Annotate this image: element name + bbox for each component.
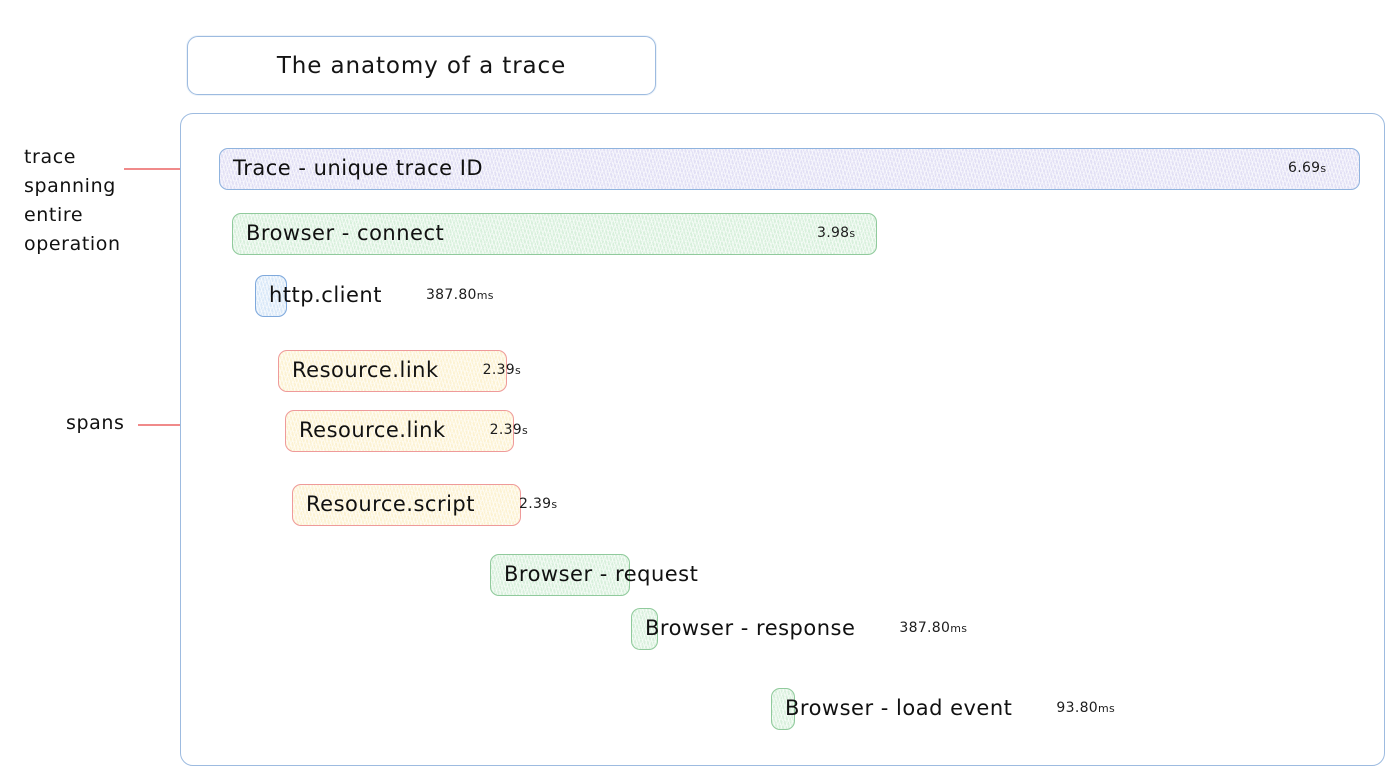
span-bar[interactable]	[292, 484, 521, 526]
span-label: Browser - response	[645, 616, 856, 640]
span-duration: 93.80ms	[1056, 700, 1116, 716]
trace-leader-horizontal	[124, 168, 186, 170]
span-bar[interactable]	[232, 213, 877, 255]
spans-annotation-label: spans	[66, 412, 125, 434]
page-title: The anatomy of a trace	[276, 52, 567, 79]
span-label: Browser - connect	[246, 221, 445, 245]
span-label: Browser - request	[504, 562, 699, 586]
span-bar[interactable]	[255, 275, 287, 317]
span-bar[interactable]	[631, 608, 658, 650]
spans-leader-horizontal	[138, 424, 214, 426]
span-duration: 387.80ms	[425, 287, 494, 303]
span-bar[interactable]	[285, 410, 514, 452]
span-duration: 3.98s	[817, 225, 856, 241]
span-bar[interactable]	[490, 554, 630, 596]
span-bar[interactable]	[278, 350, 507, 392]
span-label: http.client	[269, 283, 382, 307]
span-duration: 6.69s	[1288, 160, 1327, 176]
span-label: Resource.link	[299, 418, 446, 442]
span-bar[interactable]	[771, 688, 795, 730]
span-label: Resource.script	[306, 492, 475, 516]
span-bar[interactable]	[219, 148, 1360, 190]
trace-annotation-label: trace spanning entire operation	[24, 146, 121, 255]
span-duration: 2.39s	[519, 496, 558, 512]
span-label: Resource.link	[292, 358, 439, 382]
span-label: Trace - unique trace ID	[233, 156, 484, 180]
diagram-title-box: The anatomy of a trace	[187, 36, 656, 95]
span-duration: 2.39s	[489, 422, 529, 438]
span-label: Browser - load event	[785, 696, 1013, 720]
span-duration: 387.80ms	[899, 620, 968, 636]
span-duration: 2.39s	[482, 362, 522, 378]
